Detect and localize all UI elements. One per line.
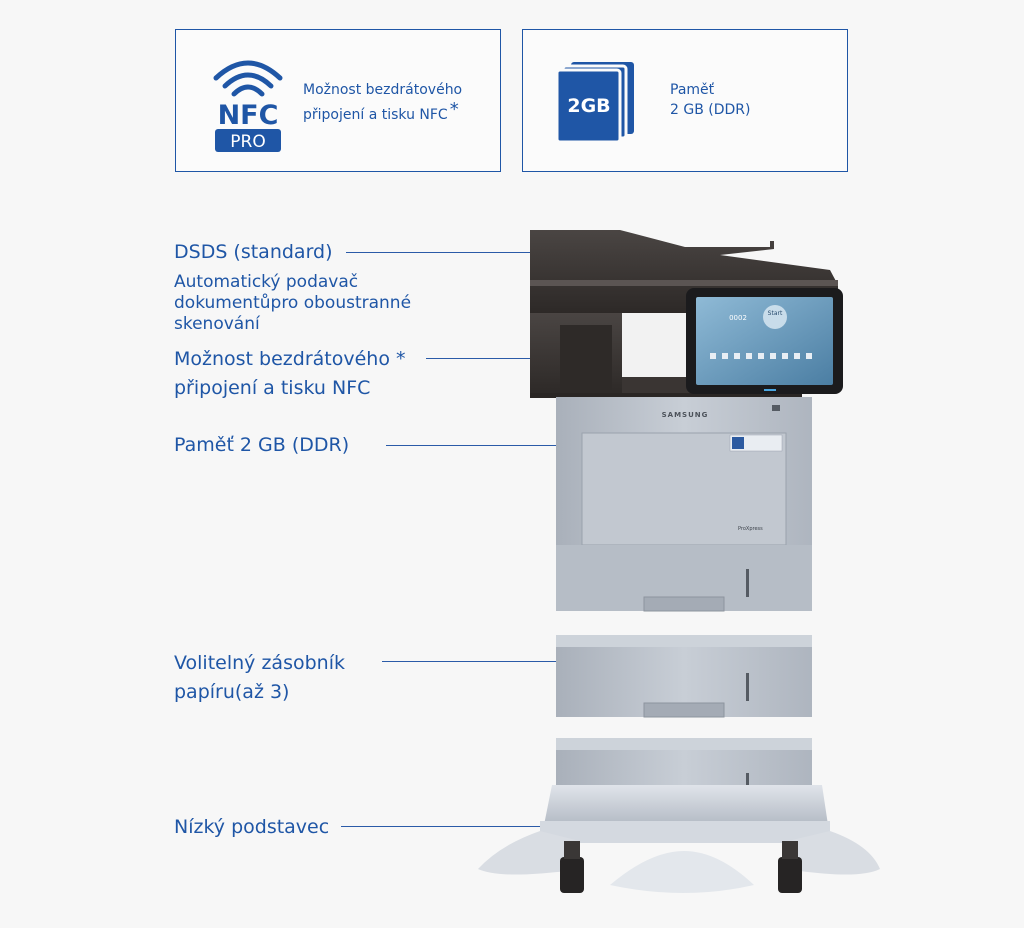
dsds-desc-line-3: skenování — [174, 314, 260, 334]
memory-callout: Paměť 2 GB (DDR) — [174, 434, 350, 456]
pro-logo-text: PRO — [230, 132, 265, 152]
printer-brand-text: SAMSUNG — [662, 411, 709, 419]
touch-screen-panel: Start 0002 — [686, 288, 843, 394]
memory-card-line-2: 2 GB (DDR) — [670, 102, 751, 118]
screen-start-text: Start — [768, 310, 783, 317]
dsds-desc-line-1: Automatický podavač — [174, 272, 359, 292]
dsds-description: Automatický podavač dokumentůpro oboustr… — [174, 272, 411, 335]
nfc-pro-icon: NFC PRO — [213, 60, 283, 152]
nfc-feature-card: NFC PRO Možnost bezdrátového připojení a… — [175, 29, 501, 172]
printer-main-body: SAMSUNG ProXpress — [556, 397, 812, 612]
dsds-title: DSDS (standard) — [174, 241, 333, 263]
optional-paper-tray — [556, 635, 812, 718]
nfc-card-asterisk: * — [449, 99, 459, 120]
low-stand — [478, 738, 880, 893]
nfc-logo-text: NFC — [218, 100, 279, 131]
stand-callout: Nízký podstavec — [174, 816, 330, 838]
nfc-callout-line-1: Možnost bezdrátového * — [174, 348, 406, 370]
screen-counter-text: 0002 — [729, 314, 747, 322]
nfc-leader-line — [426, 358, 560, 359]
nfc-card-line-2: připojení a tisku NFC* — [303, 100, 462, 125]
nfc-card-line-1: Možnost bezdrátového — [303, 82, 463, 98]
nfc-card-line-2-text: připojení a tisku NFC — [303, 107, 448, 123]
tray-callout-line-1: Volitelný zásobník — [174, 652, 345, 674]
tray-leader-line — [382, 661, 556, 662]
dsds-desc-line-2: dokumentůpro oboustranné — [174, 293, 412, 313]
printer-illustration: Start 0002 SAMSUNG ProXpress — [478, 230, 880, 893]
memory-feature-card: 2GB Paměť 2 GB (DDR) — [522, 29, 848, 172]
memory-leader-line — [386, 445, 556, 446]
memory-logo-text: 2GB — [567, 95, 610, 117]
stand-leader-line — [341, 826, 541, 827]
nfc-callout-line-2: připojení a tisku NFC — [174, 377, 371, 399]
dsds-leader-line — [346, 252, 530, 253]
printer-model-text: ProXpress — [738, 526, 763, 532]
memory-card-description: Paměť 2 GB (DDR) — [670, 80, 750, 120]
nfc-card-description: Možnost bezdrátového připojení a tisku N… — [303, 80, 462, 125]
tray-callout-line-2: papíru(až 3) — [174, 681, 290, 703]
memory-card-line-1: Paměť — [670, 82, 715, 98]
memory-chip-icon: 2GB — [555, 62, 634, 142]
